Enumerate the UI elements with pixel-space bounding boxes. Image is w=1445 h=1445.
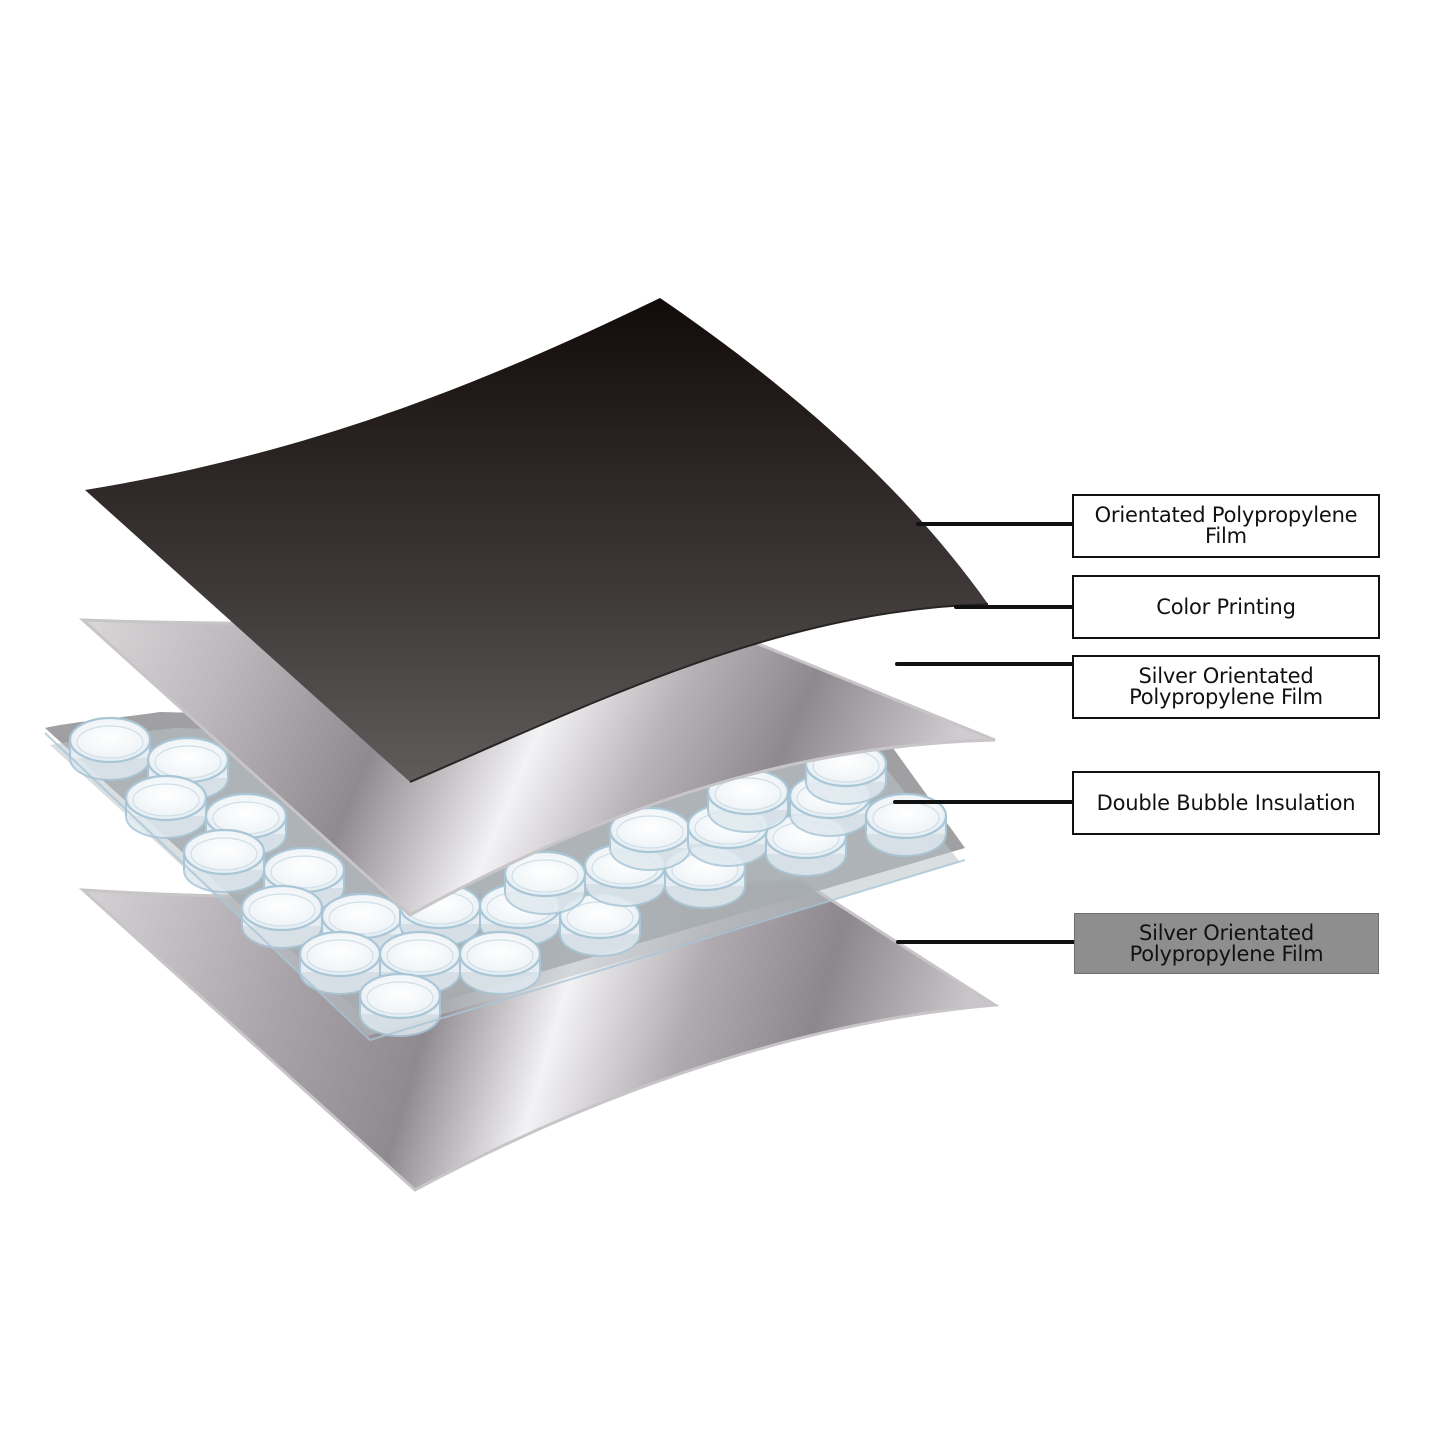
callout-text-line: Polypropylene Film bbox=[1129, 941, 1324, 966]
callout-color-printing: Color Printing bbox=[1072, 575, 1380, 639]
callout-double-bubble: Double Bubble Insulation bbox=[1072, 771, 1380, 835]
callout-silver-film-top: Silver Orientated Polypropylene Film bbox=[1072, 655, 1380, 719]
callout-text-line: Orientated Polypropylene bbox=[1094, 503, 1358, 527]
callout-text-line: Silver Orientated bbox=[1138, 664, 1314, 688]
callout-silver-film-bottom: Silver Orientated Polypropylene Film bbox=[1074, 913, 1379, 974]
callout-text-line: Color Printing bbox=[1156, 594, 1296, 619]
opp-film-black bbox=[85, 298, 988, 782]
bubble-sheet-front bbox=[44, 732, 966, 1042]
color-printing-edge bbox=[409, 603, 989, 783]
leader-lines bbox=[893, 522, 1076, 944]
callout-text-line: Silver Orientated bbox=[1138, 920, 1315, 945]
callout-text-line: Polypropylene Film bbox=[1129, 685, 1323, 709]
callout-text-line: Film bbox=[1205, 524, 1247, 548]
callout-opp-film: Orientated Polypropylene Film bbox=[1072, 494, 1380, 558]
callout-text-line: Double Bubble Insulation bbox=[1096, 790, 1356, 815]
